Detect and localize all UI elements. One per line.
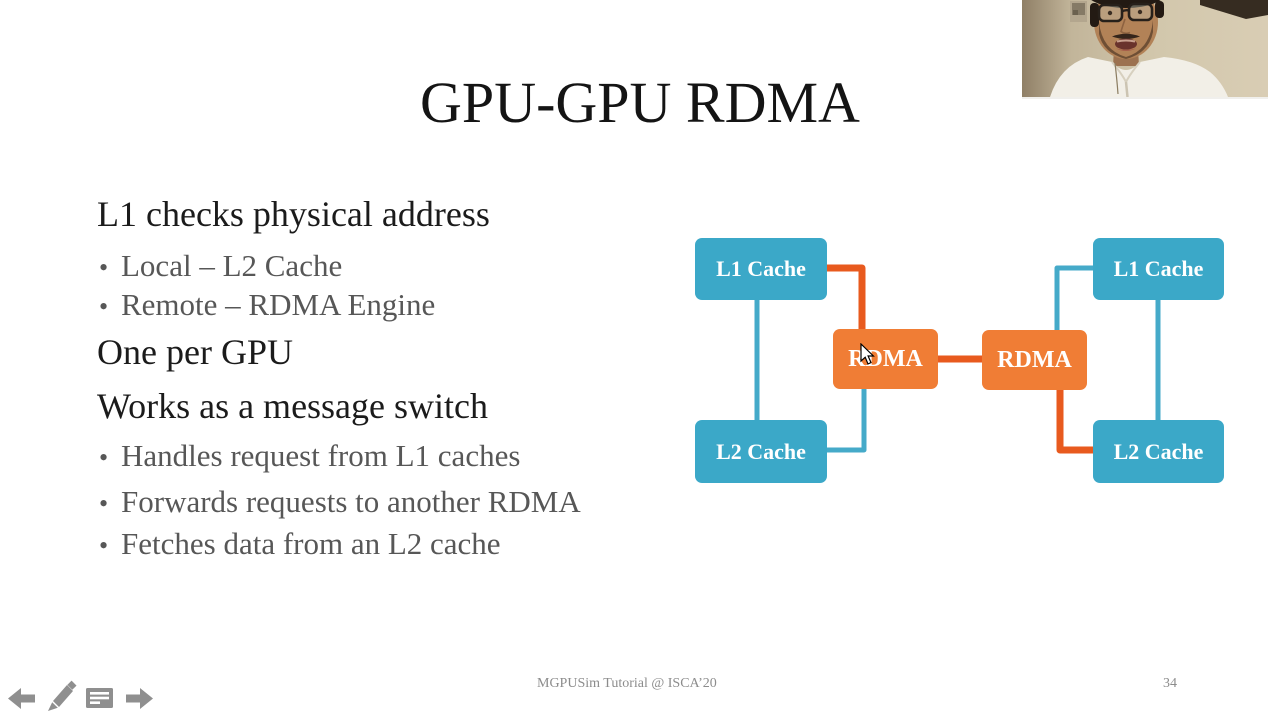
body-bullet: • Local – L2 Cache: [99, 250, 342, 281]
body-bullet: • Handles request from L1 caches: [99, 440, 520, 471]
slide-page-number: 34: [1163, 676, 1177, 691]
link-rdma-to-l2-left: [827, 389, 867, 453]
link-l1-to-rdma-right: [1054, 265, 1093, 330]
link-rdma-to-l2-right: [1056, 390, 1093, 454]
bullet-dot-icon: •: [99, 531, 109, 560]
footer-text: MGPUSim Tutorial @ ISCA’20: [537, 676, 717, 691]
mouse-cursor-icon: [860, 343, 875, 365]
previous-slide-arrow-icon[interactable]: [8, 688, 35, 709]
bullet-dot-icon: •: [99, 443, 109, 472]
next-slide-arrow-icon[interactable]: [126, 688, 153, 709]
body-bullet: • Forwards requests to another RDMA: [99, 486, 581, 517]
presenter-webcam-video: [1022, 0, 1268, 99]
link-l1-to-rdma-left: [827, 264, 866, 329]
diagram-box-l1-cache-gpu2: L1 Cache: [1093, 238, 1224, 300]
bullet-text: Local – L2 Cache: [121, 248, 343, 283]
diagram-box-l1-cache-gpu1: L1 Cache: [695, 238, 827, 300]
diagram-box-l2-cache-gpu2: L2 Cache: [1093, 420, 1224, 483]
body-heading: L1 checks physical address: [97, 194, 490, 234]
body-heading: Works as a message switch: [97, 386, 489, 426]
wall-photo: [1070, 1, 1087, 22]
bullet-text: Fetches data from an L2 cache: [121, 526, 501, 561]
diagram-box-rdma-gpu2: RDMA: [982, 330, 1087, 390]
annotation-comment-icon[interactable]: [86, 688, 114, 709]
diagram-box-l2-cache-gpu1: L2 Cache: [695, 420, 827, 483]
bullet-dot-icon: •: [99, 253, 109, 282]
diagram-box-rdma-gpu1: RDMA: [833, 329, 938, 389]
pen-tool-icon[interactable]: [44, 680, 78, 714]
body-bullet: • Fetches data from an L2 cache: [99, 528, 501, 559]
presenter-person: [1050, 0, 1228, 97]
slideshow-toolbar: [8, 680, 188, 716]
body-heading: One per GPU: [97, 332, 293, 372]
wall-shelf: [1200, 0, 1268, 19]
bullet-dot-icon: •: [99, 489, 109, 518]
body-bullet: • Remote – RDMA Engine: [99, 289, 435, 320]
bullet-dot-icon: •: [99, 292, 109, 321]
bullet-text: Handles request from L1 caches: [121, 438, 521, 473]
bullet-text: Forwards requests to another RDMA: [121, 484, 581, 519]
bullet-text: Remote – RDMA Engine: [121, 287, 436, 322]
slide-title: GPU-GPU RDMA: [420, 70, 860, 135]
